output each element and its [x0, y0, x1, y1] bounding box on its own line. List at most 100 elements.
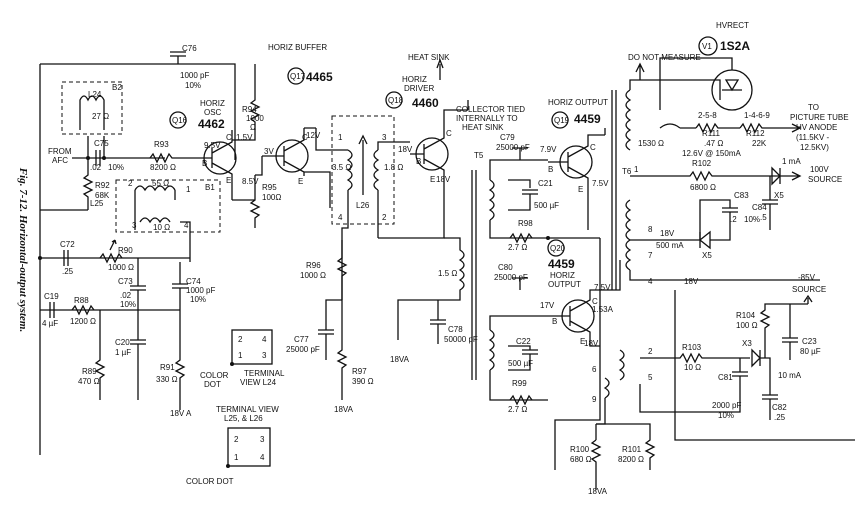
- svg-text:R103: R103: [682, 343, 702, 352]
- svg-text:10 mA: 10 mA: [778, 371, 802, 380]
- transistor-q16-id: Q16: [172, 116, 188, 125]
- svg-text:100V: 100V: [810, 165, 829, 174]
- svg-text:C81: C81: [718, 373, 733, 382]
- svg-text:7.5V: 7.5V: [594, 283, 611, 292]
- svg-text:4: 4: [260, 453, 265, 462]
- svg-text:R100: R100: [570, 445, 590, 454]
- svg-text:Q17: Q17: [290, 72, 306, 81]
- resistor-r88: [71, 304, 95, 316]
- svg-text:C: C: [446, 129, 452, 138]
- svg-text:C: C: [226, 133, 232, 142]
- svg-text:55 Ω: 55 Ω: [152, 179, 169, 188]
- capacitor-c22: [508, 345, 538, 371]
- svg-text:C79: C79: [500, 133, 515, 142]
- inductor-l24-label: L24: [88, 90, 102, 99]
- svg-text:C: C: [302, 133, 308, 142]
- svg-text:6800 Ω: 6800 Ω: [690, 183, 716, 192]
- svg-text:T5: T5: [474, 151, 484, 160]
- afc-label: AFC: [52, 156, 68, 165]
- svg-text:1.53A: 1.53A: [592, 305, 614, 314]
- svg-text:2000 pF: 2000 pF: [712, 401, 741, 410]
- capacitor-c82: [760, 357, 778, 420]
- capacitor-c74-tol: 10%: [190, 295, 206, 304]
- svg-text:E: E: [430, 175, 435, 184]
- svg-text:1 mA: 1 mA: [782, 157, 801, 166]
- svg-text:C78: C78: [448, 325, 463, 334]
- resistor-r92-label: R92: [95, 181, 110, 190]
- inductor-l25-top: [134, 185, 176, 192]
- from-label: FROM: [48, 147, 72, 156]
- resistor-r92-value: 68K: [95, 191, 110, 200]
- svg-text:1530 Ω: 1530 Ω: [638, 139, 664, 148]
- capacitor-c75-label: C75: [94, 139, 109, 148]
- transistor-q16-type: 4462: [198, 117, 225, 131]
- svg-text:3: 3: [382, 133, 387, 142]
- transistor-q16-role1: HORIZ: [200, 99, 225, 108]
- svg-text:18V: 18V: [584, 339, 599, 348]
- buffer-role: HORIZ BUFFER: [268, 43, 327, 52]
- svg-text:.25: .25: [774, 413, 786, 422]
- svg-text:2: 2: [128, 179, 133, 188]
- svg-text:TO: TO: [808, 103, 819, 112]
- svg-text:7.9V: 7.9V: [540, 145, 557, 154]
- capacitor-c20-label: C20: [115, 338, 130, 347]
- svg-text:7.5V: 7.5V: [592, 179, 609, 188]
- svg-text:R97: R97: [352, 367, 367, 376]
- svg-text:R104: R104: [736, 311, 756, 320]
- capacitor-c21: [508, 179, 538, 211]
- svg-text:10%: 10%: [718, 411, 734, 420]
- svg-text:HEAT SINK: HEAT SINK: [408, 53, 450, 62]
- svg-text:HV ANODE: HV ANODE: [796, 123, 837, 132]
- resistor-r91-label: R91: [160, 363, 175, 372]
- svg-text:8: 8: [648, 225, 653, 234]
- shield-box-b1: [115, 179, 221, 233]
- transformer-t6-lower: [618, 349, 625, 381]
- svg-text:C83: C83: [734, 191, 749, 200]
- svg-text:COLOR DOT: COLOR DOT: [186, 477, 234, 486]
- svg-text:SOURCE: SOURCE: [808, 175, 842, 184]
- svg-text:2: 2: [238, 335, 243, 344]
- svg-text:TERMINAL: TERMINAL: [244, 369, 285, 378]
- svg-text:L26: L26: [356, 201, 370, 210]
- capacitor-c77: [318, 299, 342, 360]
- resistor-r101: [596, 423, 656, 470]
- svg-text:C: C: [592, 297, 598, 306]
- svg-text:B: B: [416, 157, 421, 166]
- terminal-view-l25-l26: [227, 427, 271, 467]
- resistor-r97: [336, 330, 348, 400]
- svg-text:12V: 12V: [306, 131, 321, 140]
- resistor-r90-value: 1000 Ω: [108, 263, 134, 272]
- capacitor-c72-label: C72: [60, 240, 75, 249]
- svg-text:18V: 18V: [684, 277, 699, 286]
- svg-text:1000 Ω: 1000 Ω: [300, 271, 326, 280]
- svg-text:R111: R111: [702, 129, 720, 138]
- resistor-r90-label: R90: [118, 246, 133, 255]
- svg-text:500 µF: 500 µF: [534, 201, 559, 210]
- svg-text:C82: C82: [772, 403, 787, 412]
- svg-text:1.5 Ω: 1.5 Ω: [438, 269, 457, 278]
- resistor-r91-value: 330 Ω: [156, 375, 178, 384]
- svg-text:Q20: Q20: [550, 244, 566, 253]
- inductor-l26-secondary: [373, 149, 380, 191]
- resistor-r89-value: 470 Ω: [78, 377, 100, 386]
- svg-text:4459: 4459: [574, 112, 601, 126]
- svg-text:.5: .5: [760, 213, 767, 222]
- resistor-r89: [94, 310, 106, 400]
- svg-text:HVRECT: HVRECT: [716, 21, 749, 30]
- svg-text:2: 2: [648, 347, 653, 356]
- svg-text:3: 3: [262, 351, 267, 360]
- transformer-t6-secondary: [625, 199, 632, 271]
- resistor-r92: [82, 158, 94, 210]
- capacitor-c75: [95, 150, 101, 166]
- svg-text:Q18: Q18: [388, 96, 404, 105]
- svg-text:7: 7: [648, 251, 653, 260]
- box-label-b1: B1: [205, 183, 215, 192]
- resistor-r96: [336, 240, 348, 300]
- svg-text:25000 pF: 25000 pF: [286, 345, 320, 354]
- svg-text:680 Ω: 680 Ω: [570, 455, 592, 464]
- voltage-9-5: 9.5V: [204, 141, 221, 150]
- svg-text:VIEW L24: VIEW L24: [240, 378, 277, 387]
- svg-text:25000 pF: 25000 pF: [494, 273, 528, 282]
